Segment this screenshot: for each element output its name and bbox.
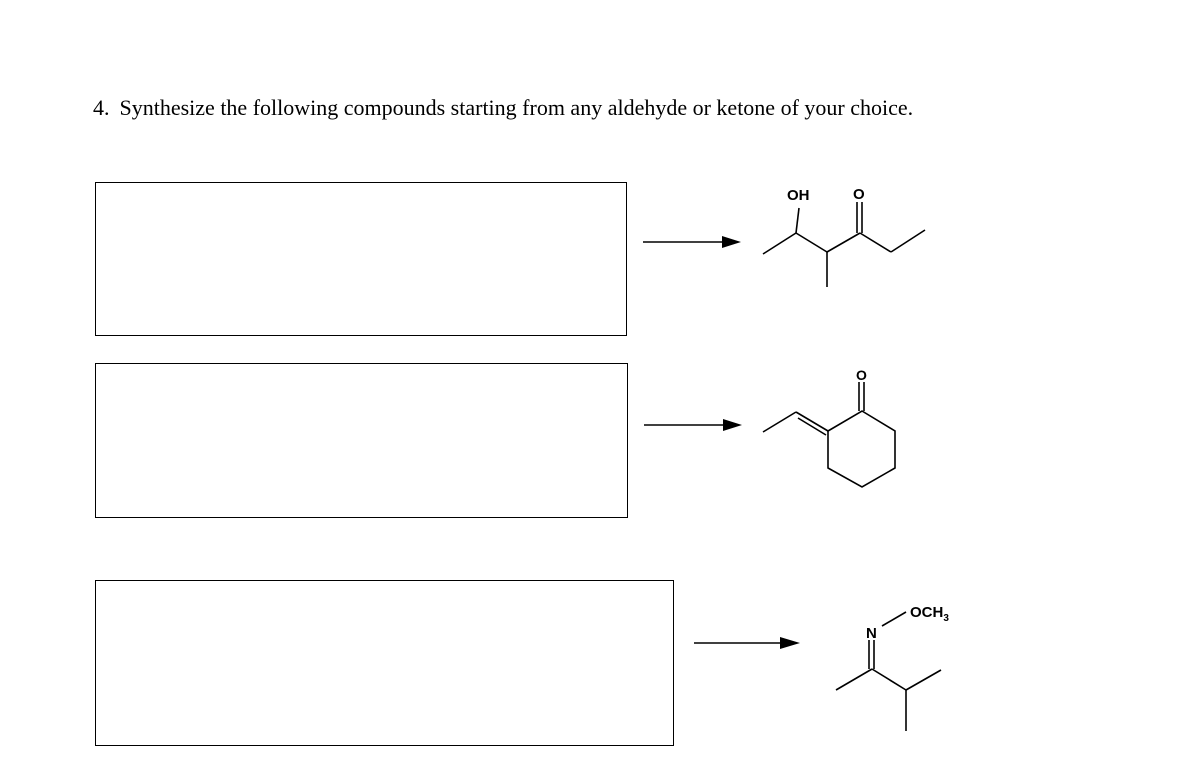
question-prompt: Synthesize the following compounds start… — [119, 95, 914, 120]
question-text: 4. Synthesize the following compounds sta… — [93, 94, 913, 122]
compound-2-structure — [762, 382, 896, 488]
compound-1-oh-label: OH — [787, 187, 810, 204]
answer-box-2[interactable] — [95, 363, 628, 518]
compound-3-n-label: N — [866, 625, 877, 642]
answer-box-3[interactable] — [95, 580, 674, 746]
compound-2-o-label: O — [856, 367, 867, 383]
answer-box-1[interactable] — [95, 182, 627, 336]
reaction-arrow-3 — [694, 637, 800, 649]
compound-3-och3-label: OCH3 — [910, 604, 949, 624]
compound-3-structure — [835, 611, 942, 731]
reaction-arrow-2 — [644, 419, 742, 431]
reaction-arrow-1 — [643, 236, 741, 248]
compound-1-structure — [762, 202, 926, 287]
compound-1-o-label: O — [853, 186, 865, 203]
question-number: 4. — [93, 95, 110, 120]
